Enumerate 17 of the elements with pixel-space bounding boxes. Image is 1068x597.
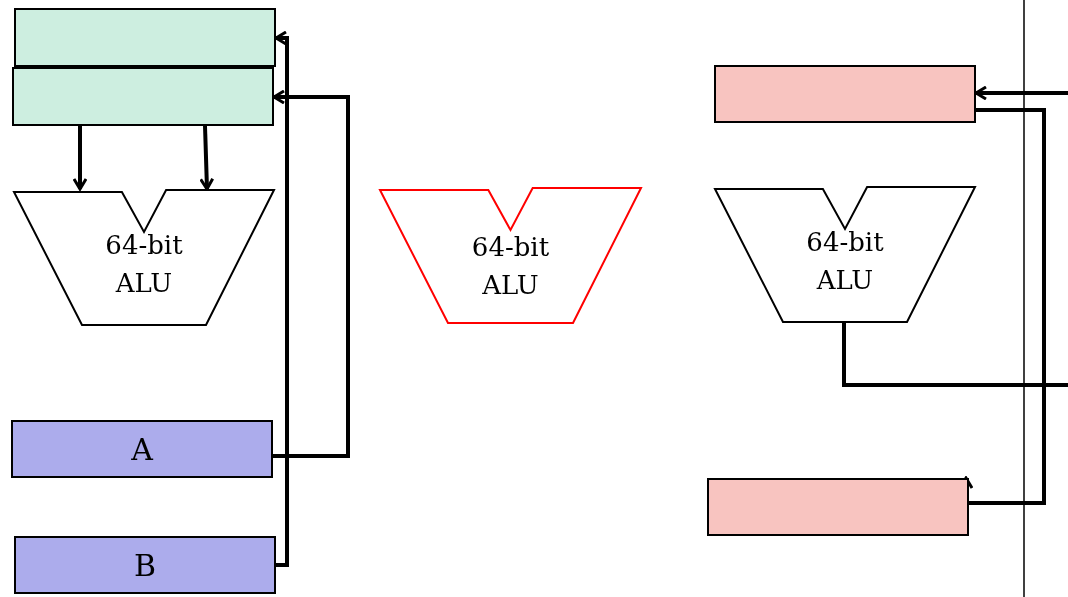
register-box	[14, 536, 276, 594]
register-label: A	[131, 431, 153, 467]
register-box	[714, 65, 976, 123]
alu-shape	[380, 187, 641, 324]
arrow	[72, 126, 88, 191]
alu-shape	[14, 189, 274, 326]
arrow	[272, 89, 350, 458]
register-box	[707, 478, 969, 536]
alu-label: 64-bit ALU	[470, 230, 551, 302]
register-box	[11, 420, 273, 478]
alu-shape	[715, 186, 975, 323]
register-label: B	[133, 547, 156, 583]
register-box	[14, 8, 276, 67]
alu-label: 64-bit ALU	[805, 225, 885, 297]
register-box	[12, 67, 274, 126]
arrow	[199, 125, 215, 191]
alu-label: 64-bit ALU	[104, 228, 184, 300]
